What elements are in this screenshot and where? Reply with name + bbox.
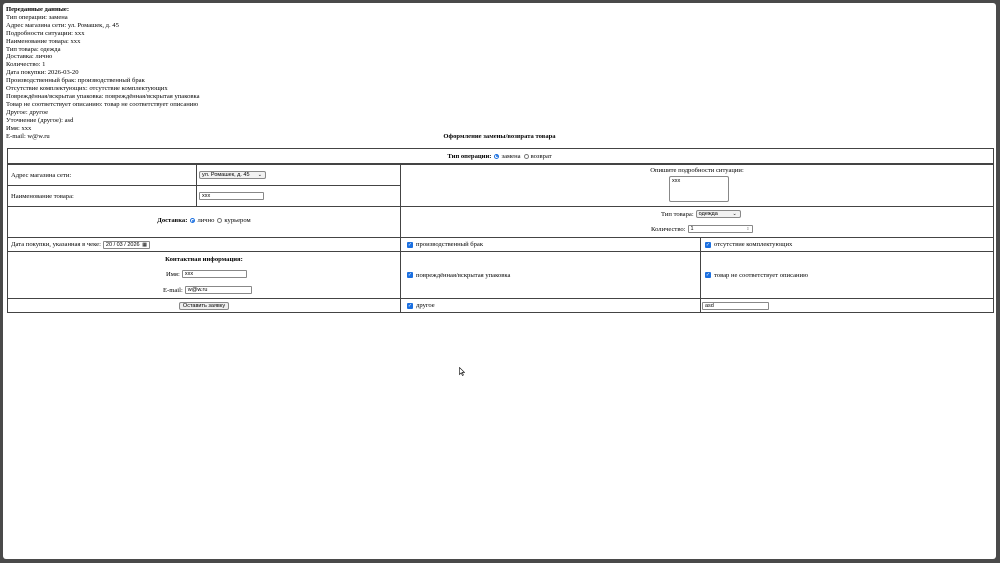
check-defect-row: ✓ производственный брак: [407, 237, 483, 252]
submitted-line: Товар не соответствует описанию: товар н…: [6, 100, 199, 108]
submit-row: Оставить заявку: [7, 298, 401, 313]
check-mismatch[interactable]: ✓: [705, 272, 711, 278]
check-mismatch-row: ✓ товар не соответствует описанию: [705, 251, 808, 299]
submitted-line: Доставка: лично: [6, 53, 53, 61]
radio-return[interactable]: [523, 153, 529, 159]
submitted-line: E-mail: w@w.ru: [6, 132, 50, 140]
other-spec-row: asd: [702, 298, 769, 313]
submitted-line: Производственный брак: производственный …: [6, 77, 145, 85]
check-missing-row: ✓ отсутствие комплектующих: [705, 237, 792, 252]
chevron-down-icon: ⌄: [732, 211, 737, 217]
name-input[interactable]: xxx: [181, 270, 247, 278]
quantity-stepper[interactable]: 1 ⇕: [687, 225, 753, 233]
product-name-input[interactable]: xxx: [199, 192, 264, 200]
contact-title: Контактная информация:: [165, 256, 243, 263]
delivery-row: Доставка: лично курьером: [7, 217, 401, 224]
submitted-line: Адрес магазина сети: ул. Ромашек, д. 45: [6, 21, 119, 29]
check-package[interactable]: ✓: [407, 272, 413, 278]
product-type-select[interactable]: одежда ⌄: [695, 210, 741, 218]
product-type-label: Тип товара:: [661, 210, 694, 218]
check-defect-label: производственный брак: [416, 241, 484, 248]
store-select-value: ул. Ромашек, д. 45: [202, 172, 250, 178]
check-other[interactable]: ✓: [407, 302, 413, 309]
quantity-row: Количество: 1 ⇕: [651, 225, 753, 233]
submitted-line: Количество: 1: [6, 61, 46, 69]
check-other-label: другое: [416, 302, 435, 309]
stepper-arrows-icon[interactable]: ⇕: [746, 226, 750, 231]
check-package-label: повреждённая/вскрытая упаковка: [416, 271, 511, 279]
date-label: Дата покупки, указанная в чеке:: [11, 241, 101, 248]
details-label: Опишите подробности ситуации:: [650, 167, 744, 174]
check-mismatch-label: товар не соответствует описанию: [714, 271, 809, 279]
check-missing[interactable]: ✓: [705, 241, 711, 248]
store-label: Адрес магазина сети:: [11, 171, 72, 179]
other-spec-cell: [700, 298, 994, 313]
submitted-line: Другое: другое: [6, 108, 49, 116]
check-missing-label: отсутствие комплектующих: [714, 241, 793, 248]
details-textarea[interactable]: xxx: [669, 176, 729, 202]
name-label: Имя:: [166, 270, 180, 278]
submitted-line: Тип операции: замена: [6, 13, 68, 21]
date-row: Дата покупки, указанная в чеке: 20 / 03 …: [11, 237, 150, 252]
form-title: Оформление замены/возврата товара: [443, 133, 556, 140]
product-name-label: Наименование товара:: [11, 192, 74, 200]
check-defect[interactable]: ✓: [407, 241, 413, 248]
product-type-value: одежда: [698, 211, 718, 217]
check-mismatch-cell: [700, 251, 994, 299]
check-package-row: ✓ повреждённая/вскрытая упаковка: [407, 251, 510, 299]
radio-delivery-courier-label: курьером: [224, 217, 251, 224]
contact-email-row: E-mail: w@w.ru: [163, 286, 252, 294]
submitted-line: Подробности ситуации: xxx: [6, 29, 85, 37]
operation-row: Тип операции: замена возврат: [3, 148, 996, 164]
submit-button[interactable]: Оставить заявку: [178, 301, 230, 310]
radio-replace-label: замена: [501, 152, 521, 160]
quantity-value: 1: [690, 226, 694, 232]
quantity-label: Количество:: [651, 225, 686, 233]
submitted-line: Тип товара: одежда: [6, 45, 61, 53]
operation-cell: [7, 148, 994, 164]
contact-name-row: Имя: xxx: [166, 270, 247, 278]
mouse-cursor-icon: [459, 367, 465, 376]
submitted-line: Повреждённая/вскрытая упаковка: повреждё…: [6, 92, 200, 100]
radio-replace[interactable]: [494, 153, 500, 159]
check-other-row: ✓ другое: [407, 298, 435, 313]
submitted-line: Дата покупки: 2026-03-20: [6, 69, 79, 77]
radio-delivery-self[interactable]: [190, 218, 196, 223]
radio-delivery-courier[interactable]: [217, 218, 223, 223]
chevron-down-icon: ⌄: [257, 172, 262, 178]
check-other-cell: [400, 298, 701, 313]
product-type-row: Тип товара: одежда ⌄: [661, 210, 741, 218]
radio-return-label: возврат: [530, 152, 552, 160]
submitted-line: Уточнение (другое): asd: [6, 116, 74, 124]
submitted-header: Переданные данные:: [6, 6, 70, 13]
operation-label: Тип операции:: [447, 152, 492, 160]
email-input[interactable]: w@w.ru: [184, 286, 252, 294]
date-input[interactable]: 20 / 03 / 2026 ▦: [102, 240, 150, 249]
delivery-label: Доставка:: [157, 217, 188, 224]
email-label: E-mail:: [163, 286, 183, 294]
submitted-line: Наименование товара: xxx: [6, 37, 81, 45]
other-spec-input[interactable]: asd: [702, 301, 769, 310]
submitted-line: Отсутствие комплектующих: отсутствие ком…: [6, 85, 168, 93]
date-value: 20 / 03 / 2026: [105, 241, 140, 248]
calendar-icon[interactable]: ▦: [142, 241, 147, 248]
submitted-line: Имя: xxx: [6, 124, 32, 132]
radio-delivery-self-label: лично: [197, 217, 215, 224]
store-select[interactable]: ул. Ромашек, д. 45 ⌄: [199, 171, 266, 179]
